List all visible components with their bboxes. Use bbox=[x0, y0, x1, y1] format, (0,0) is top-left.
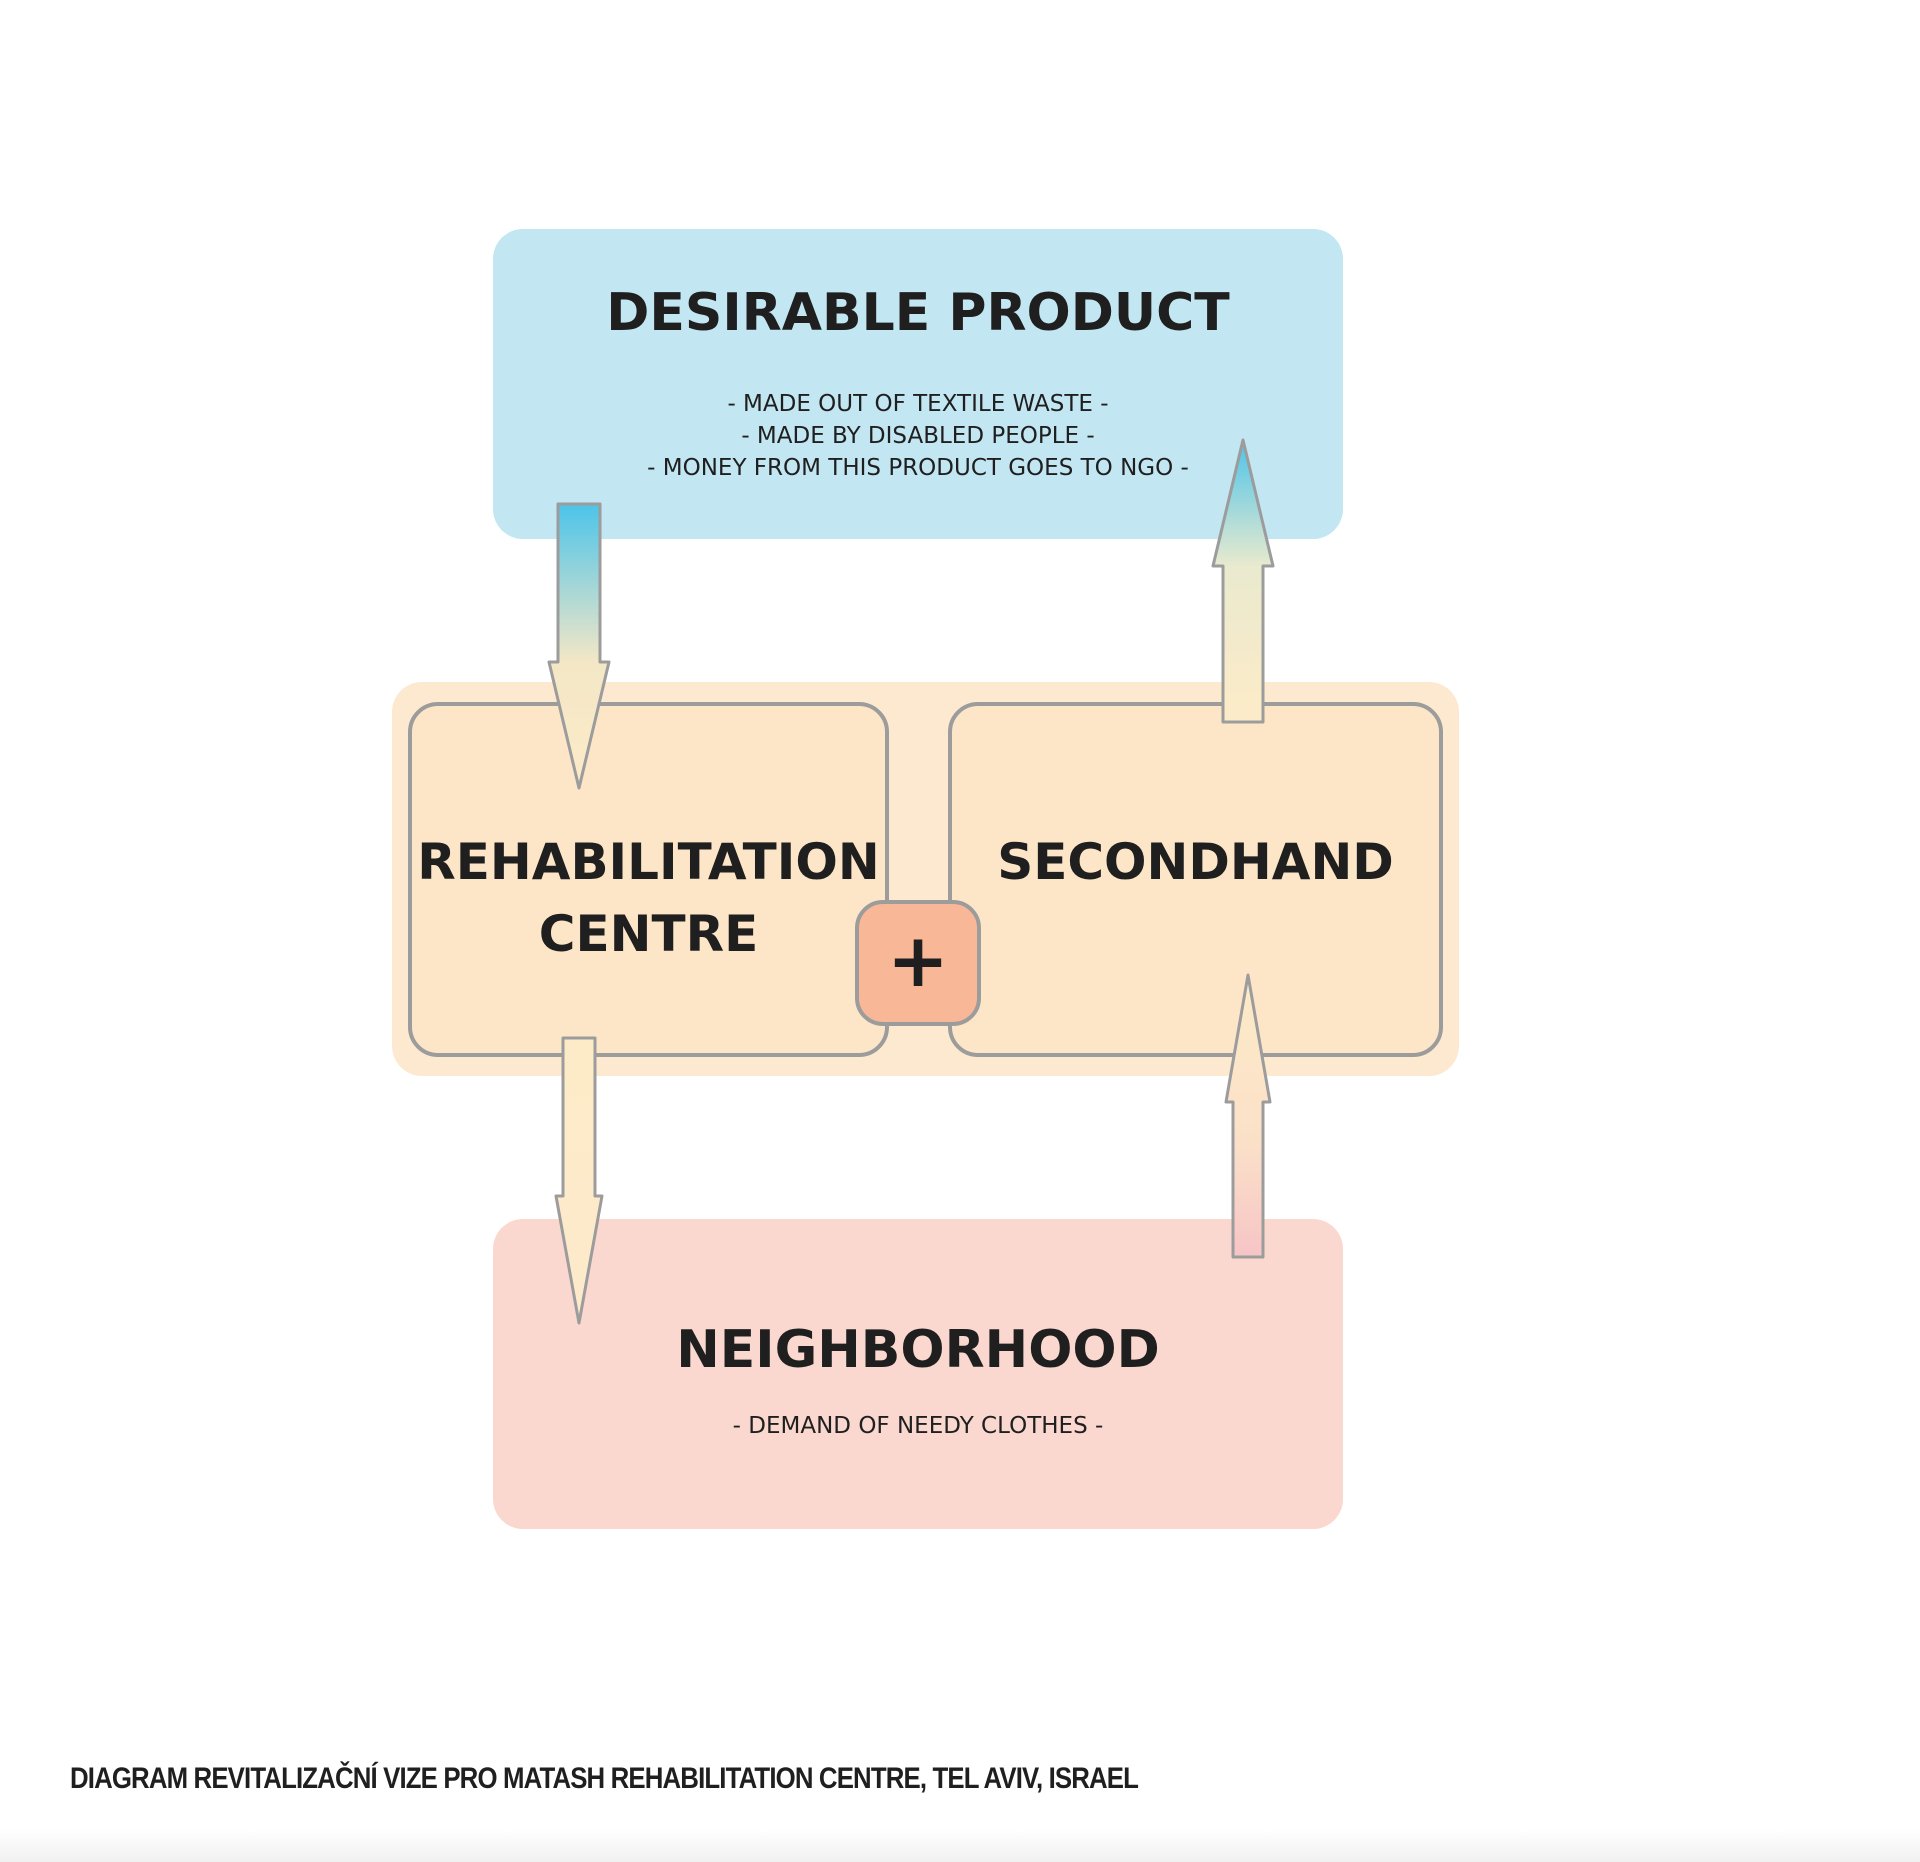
bottom-edge-strip bbox=[0, 1830, 1920, 1862]
secondhand-box bbox=[948, 702, 1443, 1057]
plus-icon: + bbox=[886, 918, 949, 1004]
neighborhood-line: - DEMAND OF NEEDY CLOTHES - bbox=[732, 1413, 1104, 1439]
desirable-product-lines: - MADE OUT OF TEXTILE WASTE - - MADE BY … bbox=[493, 388, 1343, 484]
neighborhood-title: NEIGHBORHOOD bbox=[676, 1320, 1160, 1380]
desirable-product-box bbox=[493, 229, 1343, 539]
desirable-product-line: - MADE BY DISABLED PEOPLE - bbox=[741, 423, 1095, 449]
rehabilitation-centre-title: REHABILITATION CENTRE bbox=[417, 833, 880, 963]
figure-caption: DIAGRAM REVITALIZAČNÍ VIZE PRO MATASH RE… bbox=[70, 1762, 1139, 1795]
plus-connector: + bbox=[855, 900, 981, 1026]
rehabilitation-centre-box bbox=[408, 702, 889, 1057]
secondhand-title: SECONDHAND bbox=[997, 833, 1394, 891]
desirable-product-line: - MADE OUT OF TEXTILE WASTE - bbox=[727, 391, 1109, 417]
desirable-product-line: - MONEY FROM THIS PRODUCT GOES TO NGO - bbox=[647, 455, 1189, 481]
neighborhood-box bbox=[493, 1219, 1343, 1529]
desirable-product-title: DESIRABLE PRODUCT bbox=[606, 283, 1230, 343]
neighborhood-lines: - DEMAND OF NEEDY CLOTHES - bbox=[493, 1410, 1343, 1442]
